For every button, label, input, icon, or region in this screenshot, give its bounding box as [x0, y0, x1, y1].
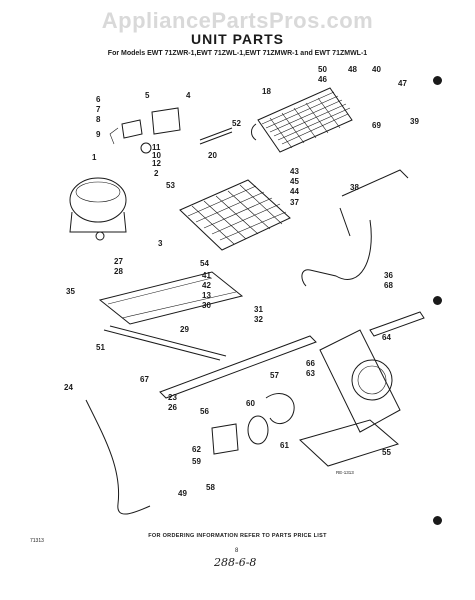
binder-hole: [433, 296, 442, 305]
callout: 66: [306, 359, 315, 368]
refrigerant-tubing: [301, 169, 409, 287]
callout: 68: [384, 281, 393, 290]
binder-hole: [433, 76, 442, 85]
callout: 52: [232, 119, 241, 128]
callout: 67: [140, 375, 149, 384]
drain-tray: [369, 311, 425, 337]
callout: 47: [398, 79, 407, 88]
callout: 1: [92, 153, 97, 162]
drier-tube: [199, 127, 233, 145]
fan-motor: [211, 393, 295, 455]
handwritten-note: 288-6-8: [214, 556, 257, 569]
callout: 20: [208, 151, 217, 160]
callout: 30: [202, 301, 211, 310]
callout: 48: [348, 65, 357, 74]
callout: 55: [382, 448, 391, 457]
callout: 26: [168, 403, 177, 412]
callout: 27: [114, 257, 123, 266]
compressor: [69, 177, 127, 241]
reference-code: RE-1313: [336, 470, 354, 475]
callout: 39: [410, 117, 419, 126]
fan-housing: [299, 329, 401, 467]
callout: 44: [290, 187, 299, 196]
callout: 32: [254, 315, 263, 324]
callout: 43: [290, 167, 299, 176]
callout: 10: [152, 151, 161, 160]
condenser-coil: [251, 87, 353, 153]
callout: 59: [192, 457, 201, 466]
callout: 23: [168, 393, 177, 402]
callout: 54: [200, 259, 209, 268]
callout: 63: [306, 369, 315, 378]
callout: 53: [166, 181, 175, 190]
callout: 2: [154, 169, 159, 178]
callout: 6: [96, 95, 101, 104]
callout: 58: [206, 483, 215, 492]
callout: 7: [96, 105, 101, 114]
callout: 45: [290, 177, 299, 186]
callout: 4: [186, 91, 191, 100]
model-list: For Models EWT 71ZWR-1,EWT 71ZWL-1,EWT 7…: [107, 50, 368, 57]
callout: 42: [202, 281, 211, 290]
callout: 35: [66, 287, 75, 296]
callout: 29: [180, 325, 189, 334]
callout: 57: [270, 371, 279, 380]
callout: 64: [382, 333, 391, 342]
diagram-title: UNIT PARTS: [191, 31, 284, 47]
callout: 51: [96, 343, 105, 352]
callout: 41: [202, 271, 211, 280]
callout: 13: [202, 291, 211, 300]
callout: 28: [114, 267, 123, 276]
binder-hole: [433, 516, 442, 525]
drawing-code: 71313: [30, 538, 44, 544]
callout: 69: [372, 121, 381, 130]
callout: 61: [280, 441, 289, 450]
callout: 50: [318, 65, 327, 74]
callout: 60: [246, 399, 255, 408]
callout: 18: [262, 87, 271, 96]
callout: 40: [372, 65, 381, 74]
ordering-note: FOR ORDERING INFORMATION REFER TO PARTS …: [148, 533, 327, 539]
watermark: AppliancePartsPros.com: [101, 8, 374, 33]
callout: 24: [64, 383, 73, 392]
callout: 38: [350, 183, 359, 192]
callout: 62: [192, 445, 201, 454]
callout: 11: [152, 143, 161, 152]
callout: 37: [290, 198, 299, 207]
callout: 49: [178, 489, 187, 498]
callout: 12: [152, 159, 161, 168]
callout: 46: [318, 75, 327, 84]
base-frame: [98, 271, 244, 361]
callout-labels: 50 48 40 46 47 18 5 4 6 7 8 52 9 10 11 2…: [64, 65, 419, 498]
callout: 3: [158, 239, 163, 248]
page-number: 8: [235, 548, 239, 554]
power-cord: [85, 399, 151, 515]
callout: 8: [96, 115, 101, 124]
callout: 5: [145, 91, 150, 100]
callout: 9: [96, 130, 101, 139]
relay-assembly: [109, 107, 181, 154]
side-rail: [159, 335, 317, 399]
callout: 31: [254, 305, 263, 314]
callout: 56: [200, 407, 209, 416]
callout: 36: [384, 271, 393, 280]
evaporator-grid: [179, 179, 291, 251]
